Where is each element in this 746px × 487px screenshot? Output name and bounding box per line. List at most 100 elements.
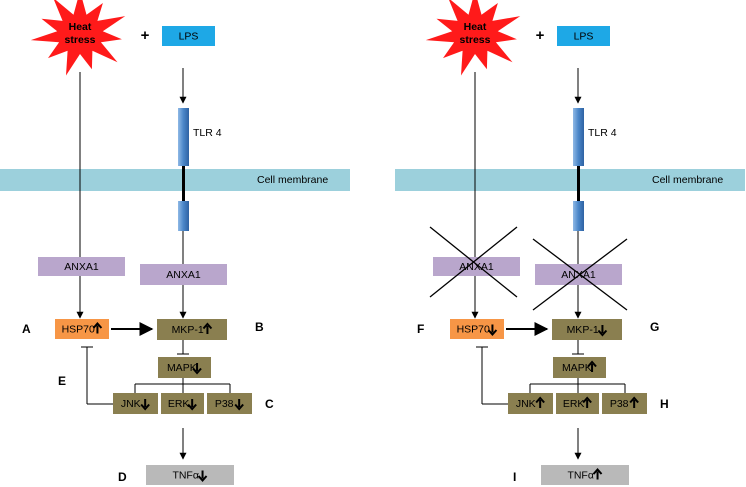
panel-label-A: A (22, 322, 31, 336)
heat-stress-label-line1: Heat (464, 21, 487, 33)
mkp1-node-box (157, 319, 227, 340)
mkp1-node-box (552, 319, 622, 340)
tnf-node-arrow-down-icon (197, 470, 208, 483)
p38-node-arrow-up-icon (629, 396, 639, 408)
mkp1-node: MKP-1 (157, 319, 227, 340)
tlr4-receptor-upper (178, 108, 189, 166)
p38-node: P38 (207, 393, 252, 414)
erk-node-arrow-up-icon (582, 396, 592, 408)
anxa1-right-node-box (140, 264, 227, 285)
cell-membrane-label: Cell membrane (257, 174, 328, 186)
lps-node-label: LPS (179, 30, 199, 42)
erk-node: ERK (161, 393, 204, 414)
heat-stress-label-line2: stress (460, 34, 491, 46)
tnf-node: TNFα (541, 465, 629, 485)
mapk-node-label: MAPK (167, 362, 197, 374)
panel-label-E: E (58, 374, 66, 388)
tnf-node-box (541, 465, 629, 485)
anxa1-left-node: ANXA1 (38, 257, 125, 276)
anxa1-left-cross-icon (429, 226, 518, 298)
anxa1-right-cross-icon (532, 238, 628, 311)
hsp70-node-box (55, 319, 109, 339)
panel-label-I: I (513, 470, 516, 484)
anxa1-left-node-box (433, 257, 520, 276)
anxa1-left-node-label: ANXA1 (459, 261, 494, 273)
mkp1-node: MKP-1 (552, 319, 622, 340)
hsp70-node-label: HSP70 (457, 323, 490, 335)
kinase-to-hsp70-inhibition (81, 346, 113, 405)
mapk-node-label: MAPK (562, 362, 592, 374)
jnk-node-arrow-up-icon (535, 396, 545, 408)
hsp70-node-arrow-up-icon (92, 321, 103, 334)
anxa1-right-node-label: ANXA1 (166, 269, 201, 281)
jnk-node-label: JNK (516, 398, 536, 410)
panel-label-C: C (265, 397, 274, 411)
heat-stress-burst-icon (425, 0, 521, 76)
tnf-node-arrow-up-icon (592, 467, 603, 480)
heat-stress-label-line1: Heat (69, 21, 92, 33)
tlr4-receptor-lower (573, 201, 584, 231)
tnf-node-label: TNFα (172, 469, 198, 481)
mapk-node: MAPK (553, 357, 606, 378)
mapk-branch-bracket (134, 378, 231, 393)
tnf-node-label: TNFα (567, 469, 593, 481)
lps-node-label: LPS (574, 30, 594, 42)
cell-membrane-band (395, 169, 745, 191)
kinase-to-hsp70-inhibition (476, 346, 508, 405)
jnk-node: JNK (113, 393, 158, 414)
hsp70-node-arrow-down-icon (487, 324, 498, 337)
anxa1-right-node: ANXA1 (140, 264, 227, 285)
mkp1-node-label: MKP-1 (567, 324, 599, 336)
tnf-node-box (146, 465, 234, 485)
hsp70-node-box (450, 319, 504, 339)
anxa1-right-node: ANXA1 (535, 264, 622, 285)
erk-node-label: ERK (168, 398, 190, 410)
mkp1-inhibits-mapk (177, 340, 189, 355)
erk-node-label: ERK (563, 398, 585, 410)
mkp1-node-arrow-down-icon (597, 325, 608, 337)
tlr4-receptor-lower (178, 201, 189, 231)
anxa1-right-node-box (535, 264, 622, 285)
panel-label-B: B (255, 320, 264, 334)
plus-sign: + (141, 27, 150, 44)
p38-node-box (207, 393, 252, 414)
jnk-node: JNK (508, 393, 553, 414)
tlr4-label: TLR 4 (193, 127, 222, 139)
hsp70-node: HSP70 (55, 319, 109, 339)
mapk-node-arrow-up-icon (587, 360, 597, 372)
heat-stress-label-line2: stress (65, 34, 96, 46)
jnk-node-label: JNK (121, 398, 141, 410)
p38-node-arrow-down-icon (234, 399, 244, 411)
p38-node-label: P38 (215, 398, 234, 410)
lps-node: LPS (162, 26, 215, 46)
anxa1-left-node-label: ANXA1 (64, 261, 99, 273)
panel-label-H: H (660, 397, 669, 411)
mapk-node-arrow-down-icon (192, 363, 202, 375)
anxa1-left-node-box (38, 257, 125, 276)
panel-label-D: D (118, 470, 127, 484)
mkp1-inhibits-mapk (572, 340, 584, 355)
hsp70-node-label: HSP70 (62, 323, 95, 335)
hsp70-node: HSP70 (450, 319, 504, 339)
p38-node-box (602, 393, 647, 414)
heat-stress-burst-icon (30, 0, 126, 76)
plus-sign: + (536, 27, 545, 44)
cell-membrane-band (0, 169, 350, 191)
panel-label-G: G (650, 320, 659, 334)
jnk-node-arrow-down-icon (140, 399, 150, 411)
jnk-node-box (508, 393, 553, 414)
anxa1-left-node: ANXA1 (433, 257, 520, 276)
panel-label-F: F (417, 322, 424, 336)
tlr4-label: TLR 4 (588, 127, 617, 139)
mapk-node: MAPK (158, 357, 211, 378)
tnf-node: TNFα (146, 465, 234, 485)
lps-node-box (557, 26, 610, 46)
tlr4-receptor-upper (573, 108, 584, 166)
mapk-branch-bracket (529, 378, 626, 393)
lps-node-box (162, 26, 215, 46)
mkp1-node-arrow-up-icon (202, 322, 213, 334)
